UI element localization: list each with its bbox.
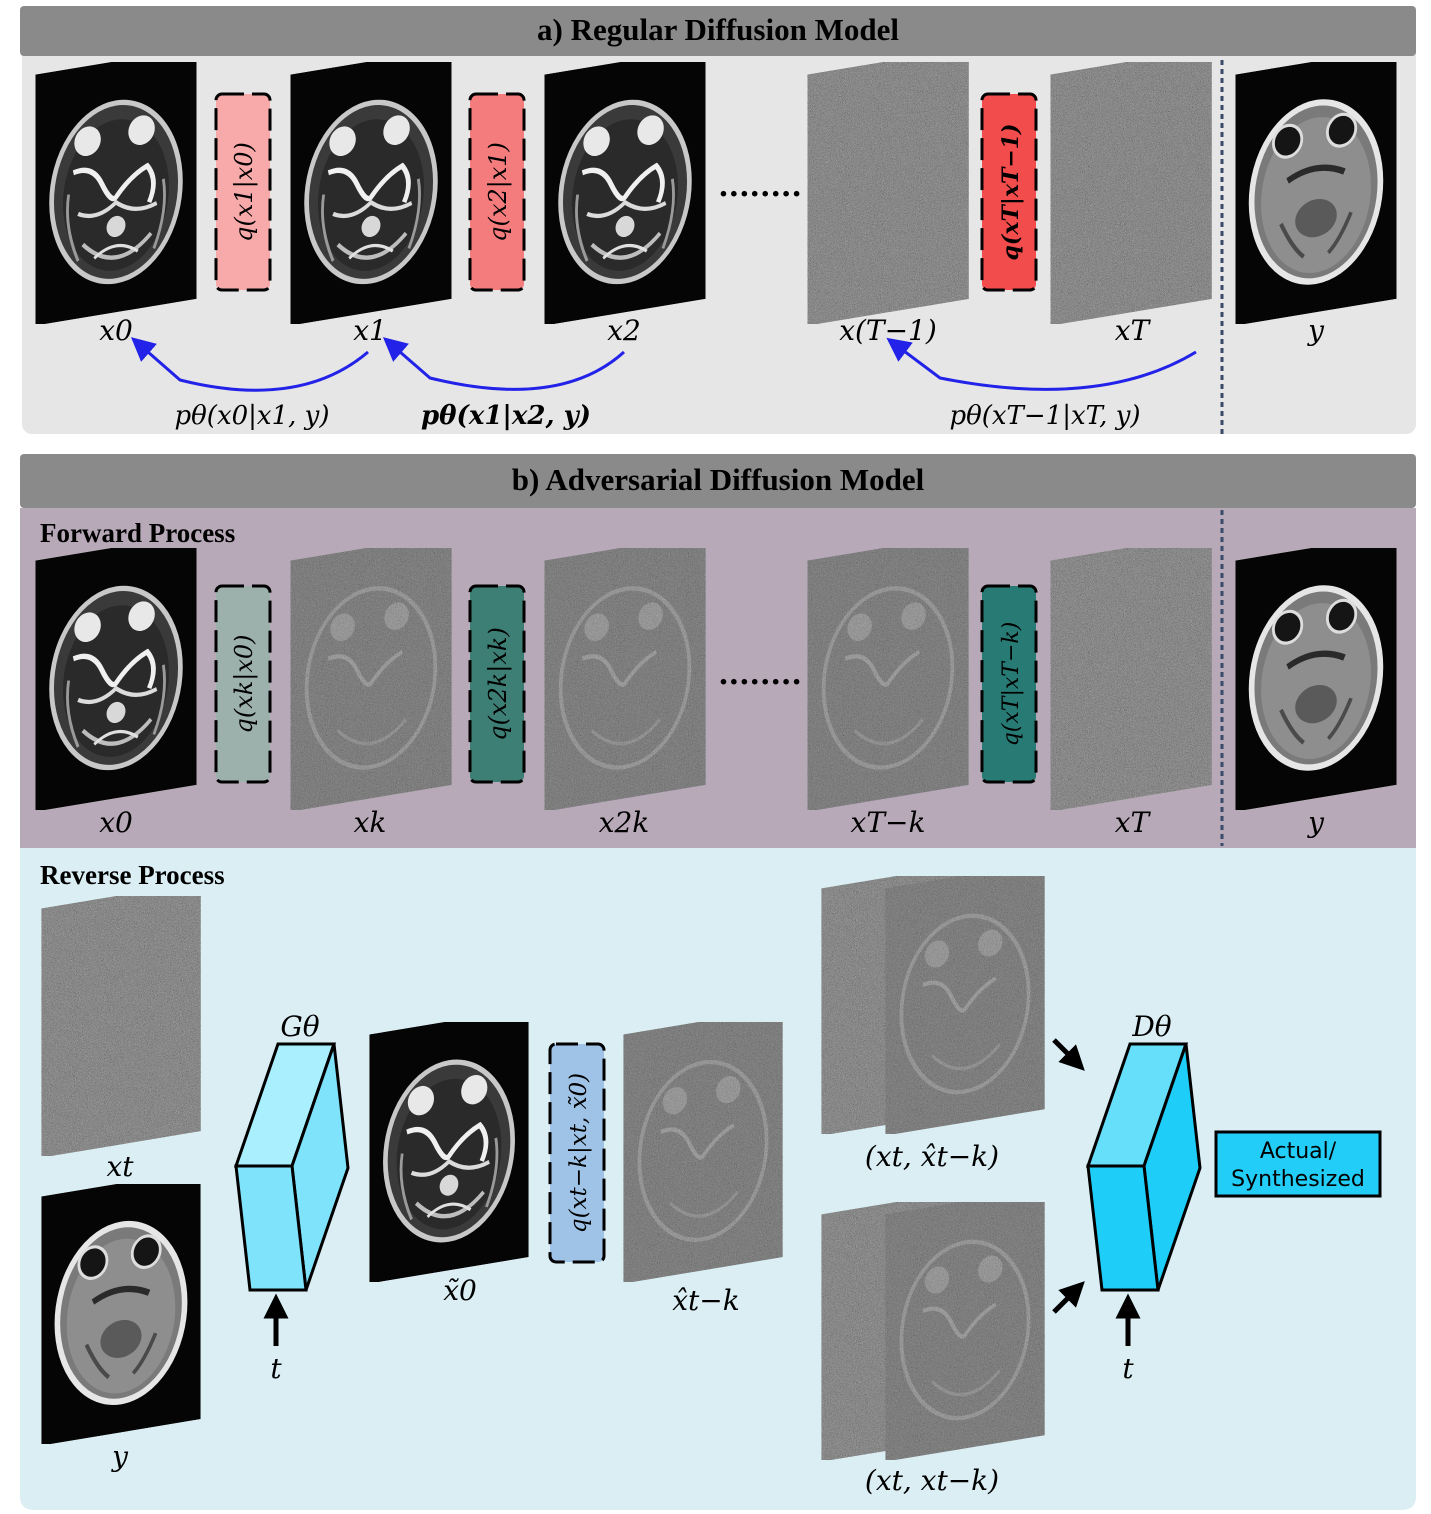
fwd-image-x0	[36, 534, 197, 812]
label-x2: x2	[607, 314, 641, 347]
svg-text:q(xT|xT−1): q(xT|xT−1)	[998, 124, 1024, 261]
image-xT-1	[808, 48, 969, 326]
label-xhat: x̂t−k	[672, 1284, 739, 1317]
label-xT: xT	[1115, 314, 1152, 347]
reverse-arrow-1	[382, 337, 626, 391]
output-line2: Synthesized	[1231, 1167, 1365, 1192]
transition-q-x2-x1: q(x2|x1)	[468, 92, 526, 292]
reverse-label-2: pθ(xT−1|xT, y)	[949, 401, 1140, 431]
label-y: y	[1306, 314, 1325, 347]
label-reverse-y: y	[110, 1440, 129, 1473]
forward-title: Forward Process	[40, 518, 235, 548]
label-x0-tilde: x̃0	[443, 1274, 477, 1307]
svg-text:q(x2k|xk): q(x2k|xk)	[484, 627, 513, 741]
panel-b: b) Adversarial Diffusion Model Forward P…	[20, 454, 1416, 1510]
generator-t-label: t	[270, 1352, 282, 1385]
fwd-transition-q-xk-x0: q(xk|x0)	[214, 584, 272, 784]
fwd-image-x2k	[545, 534, 706, 812]
output-line1: Actual/	[1260, 1139, 1337, 1164]
discriminator-label: Dθ	[1131, 1010, 1171, 1043]
arrow-fake-to-disc	[1052, 1038, 1085, 1071]
generator-label: Gθ	[280, 1010, 319, 1043]
label-x0: x0	[99, 314, 133, 347]
svg-text:q(x2|x1): q(x2|x1)	[484, 142, 513, 242]
svg-text:q(x1|x0): q(x1|x0)	[230, 142, 259, 242]
discriminator-t-label: t	[1122, 1352, 1134, 1385]
reverse-arrow-2	[886, 337, 1197, 391]
image-x0-tilde	[369, 1008, 528, 1284]
image-xhat	[623, 1008, 782, 1284]
fwd-image-xk	[291, 534, 452, 812]
image-xT	[1051, 48, 1212, 326]
label-xT-1: x(T−1)	[839, 314, 937, 347]
discriminator-block	[1085, 1042, 1202, 1292]
image-reverse-y	[41, 1170, 200, 1446]
svg-text:q(xk|x0): q(xk|x0)	[230, 634, 259, 733]
image-y	[1236, 48, 1397, 326]
generator-block	[233, 1042, 350, 1292]
fwd-transition-q-xT-xTk: q(xT|xT−k)	[980, 584, 1038, 784]
reverse-title: Reverse Process	[40, 860, 225, 890]
label-xt: xt	[106, 1150, 134, 1183]
arrow-real-to-disc	[1052, 1281, 1085, 1314]
pair-fake	[821, 862, 1044, 1136]
svg-text:q(xt−k|xt, x̃0): q(xt−k|xt, x̃0)	[566, 1073, 592, 1233]
fwd-label-xTk: xT−k	[851, 806, 926, 839]
fwd-image-y	[1236, 534, 1397, 812]
image-x2	[545, 48, 706, 326]
fwd-label-x0: x0	[99, 806, 133, 839]
label-pair-fake: (xt, x̂t−k)	[865, 1140, 999, 1173]
fwd-label-xT: xT	[1115, 806, 1152, 839]
output-box: Actual/ Synthesized	[1214, 1130, 1382, 1198]
panel-a: a) Regular Diffusion Model q(x1|x0) q(x2…	[20, 6, 1416, 436]
posterior-q-box: q(xt−k|xt, x̃0)	[548, 1042, 606, 1264]
reverse-arrow-0	[130, 337, 369, 392]
fwd-transition-q-x2k-xk: q(x2k|xk)	[468, 584, 526, 784]
label-pair-real: (xt, xt−k)	[865, 1464, 999, 1497]
fwd-label-xk: xk	[354, 806, 387, 839]
forward-ellipsis: ........	[718, 657, 802, 692]
fwd-label-x2k: x2k	[599, 806, 650, 839]
image-x0	[36, 48, 197, 326]
fwd-image-xT	[1051, 534, 1212, 812]
image-xt	[41, 882, 200, 1158]
svg-text:q(xT|xT−k): q(xT|xT−k)	[999, 622, 1024, 747]
label-x1: x1	[353, 314, 387, 347]
fwd-image-xTk	[808, 534, 969, 812]
panel-b-header	[20, 454, 1416, 508]
image-x1	[291, 48, 452, 326]
reverse-label-1: pθ(x1|x2, y)	[421, 401, 591, 431]
transition-q-x1-x0: q(x1|x0)	[214, 92, 272, 292]
panel-a-ellipsis: ........	[718, 169, 802, 204]
pair-real	[821, 1188, 1044, 1462]
fwd-label-y: y	[1306, 806, 1325, 839]
reverse-label-0: pθ(x0|x1, y)	[175, 401, 330, 431]
transition-q-xT-xT-1: q(xT|xT−1)	[980, 92, 1038, 292]
panel-b-title: b) Adversarial Diffusion Model	[512, 462, 925, 497]
panel-a-header	[20, 6, 1416, 56]
panel-a-title: a) Regular Diffusion Model	[537, 12, 899, 47]
